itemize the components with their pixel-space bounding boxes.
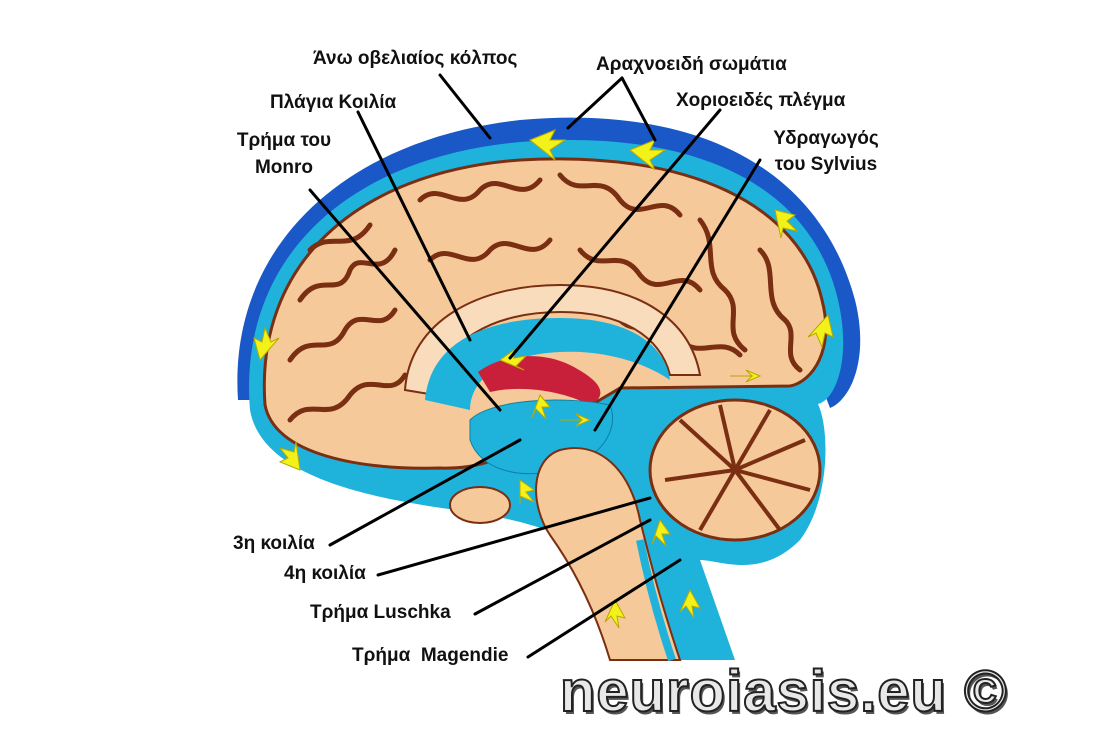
central-canal <box>636 539 676 662</box>
lateral-ventricle <box>425 318 670 410</box>
label-arachnoid-granulations: Αραχνοειδή σωμάτια <box>596 54 787 75</box>
label-aqueduct-line2: του Sylvius <box>774 153 878 175</box>
corpus-callosum <box>403 283 702 397</box>
leader-lines <box>308 73 762 659</box>
label-foramen-monro: Τρήμα του Monro <box>226 130 342 179</box>
watermark: neuroiasis.eu © <box>559 658 1008 725</box>
label-fourth-ventricle: 4η κοιλία <box>284 563 366 584</box>
label-superior-sagittal-sinus: Άνω οβελιαίος κόλπος <box>313 48 518 69</box>
label-foramen-monro-line1: Τρήμα του <box>236 130 332 151</box>
pituitary <box>449 486 511 524</box>
csf-flow-arrows <box>253 129 834 629</box>
label-foramen-monro-line2: Monro <box>254 156 314 178</box>
label-lateral-ventricle: Πλάγια Κοιλία <box>270 92 397 113</box>
label-aqueduct-line1: Υδραγωγός <box>773 128 879 149</box>
brainstem <box>535 447 682 661</box>
label-choroid-plexus: Χοριοειδές πλέγμα <box>676 90 846 111</box>
label-foramen-luschka: Τρήμα Luschka <box>310 602 451 623</box>
cerebellar-folia <box>664 404 811 532</box>
label-aqueduct-sylvius: Υδραγωγός του Sylvius <box>758 128 894 176</box>
label-third-ventricle: 3η κοιλία <box>233 533 315 554</box>
label-foramen-magendie: Τρήμα Magendie <box>352 645 509 666</box>
choroid-plexus <box>478 356 601 405</box>
